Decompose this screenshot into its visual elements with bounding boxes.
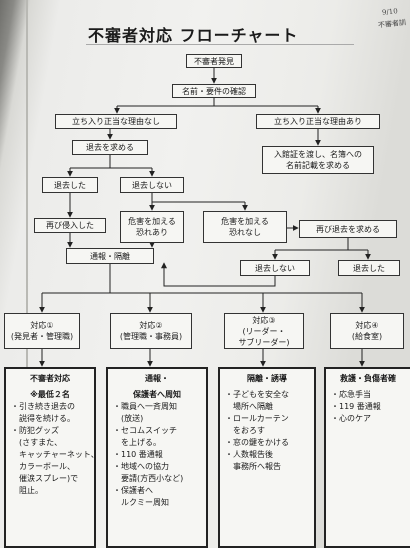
- response-1-line: カラーボール、: [19, 462, 75, 471]
- response-3-line: ・人数報告後: [225, 450, 273, 459]
- response-3-title: 対応③: [252, 315, 276, 325]
- response-3-line: 事務所へ報告: [233, 462, 281, 471]
- response-4-heading: 救護・負傷者確: [340, 374, 396, 383]
- response-2-line: ルクミー周知: [121, 498, 169, 507]
- arrow-notleft2-report: [161, 262, 276, 287]
- node-valid-reason: 立ち入り正当な理由あり: [256, 114, 380, 129]
- node-harm-unlikely-line1: 危害を加える: [221, 217, 269, 226]
- response-1-heading: 不審者対応: [30, 374, 70, 383]
- node-request-leave-again-label: 再び退去を求める: [316, 224, 380, 234]
- node-request-leave-again: 再び退去を求める: [299, 220, 397, 238]
- response-4-title: 対応④: [355, 321, 379, 330]
- response-1-line: ・引き続き退去の: [11, 402, 75, 411]
- node-discovery-label: 不審者発見: [194, 56, 234, 66]
- response-2-line: ・保護者へ: [113, 486, 153, 495]
- response-1-lines: ※最低２名・引き続き退去の説得を続ける。・防犯グッズ (さすまた、キャッチャーネッ…: [11, 389, 96, 497]
- node-no-valid-reason-label: 立ち入り正当な理由なし: [72, 117, 160, 126]
- response-1-line: 阻止。: [19, 486, 43, 495]
- node-report-isolate: 通報・隔離: [66, 248, 154, 264]
- node-reentered-label: 再び侵入した: [46, 221, 94, 230]
- node-issue-badge-line1: 入館証を渡し、名簿への: [274, 150, 362, 159]
- response-3-lines: ・子どもを安全な場所へ隔離・ロールカーテンをおろす・窓の鍵をかける・人数報告後事…: [225, 389, 309, 473]
- response-1-line: ・防犯グッズ: [11, 426, 59, 435]
- node-not-left-label: 退去しない: [132, 180, 172, 190]
- response-4-role: (給食室): [351, 332, 383, 341]
- response-3-role-line2: サブリーダー): [238, 337, 290, 347]
- response-2-line: ・セコムスイッチ: [113, 426, 177, 435]
- response-2-line: 保護者へ周知: [133, 390, 181, 399]
- response-2-lines: 保護者へ周知・職員へ一斉周知 (放送) ・セコムスイッチを上げる。・110 番通報・…: [113, 389, 201, 509]
- node-request-leave-label: 退去を求める: [86, 143, 134, 152]
- paper-edge: [26, 0, 28, 548]
- response-1-line: (さすまた、: [19, 438, 63, 447]
- node-reentered: 再び侵入した: [34, 218, 106, 233]
- node-not-left: 退去しない: [120, 177, 184, 193]
- handwritten-date: 9/10: [381, 7, 399, 17]
- response-2-line: 要請(方西小など): [121, 474, 184, 483]
- title-shadow-line: [86, 44, 354, 45]
- node-no-valid-reason: 立ち入り正当な理由なし: [55, 114, 177, 129]
- node-confirm-name: 名前・要件の確認: [172, 84, 256, 98]
- node-harm-unlikely-line2: 恐れなし: [229, 228, 261, 237]
- node-left: 退去した: [42, 177, 98, 193]
- node-harm-likely-line2: 恐れあり: [136, 228, 168, 237]
- node-left-label: 退去した: [54, 180, 86, 190]
- node-issue-badge-line2: 名前記載を求める: [286, 161, 350, 170]
- node-confirm-name-label: 名前・要件の確認: [182, 86, 246, 96]
- response-3-line: をおろす: [233, 426, 265, 435]
- response-1-details: 不審者対応 ※最低２名・引き続き退去の説得を続ける。・防犯グッズ (さすまた、キャ…: [4, 367, 96, 548]
- response-1-line: キャッチャーネット、: [19, 450, 96, 459]
- node-issue-badge: 入館証を渡し、名簿への 名前記載を求める: [262, 146, 374, 174]
- response-2-line: ・職員へ一斉周知: [113, 402, 177, 411]
- node-request-leave: 退去を求める: [72, 140, 148, 155]
- response-1-line: ※最低２名: [30, 390, 70, 399]
- node-left-again-label: 退去した: [353, 263, 385, 273]
- page-title: 不審者対応 フローチャート: [88, 26, 299, 45]
- response-4-line: ・119 番通報: [331, 402, 381, 411]
- node-harm-likely: 危害を加える 恐れあり: [120, 211, 184, 243]
- node-left-again: 退去した: [338, 260, 400, 276]
- response-4-line: ・心のケア: [331, 414, 371, 423]
- response-3-line: ・窓の鍵をかける: [225, 438, 289, 447]
- response-3-details: 隔離・誘導 ・子どもを安全な場所へ隔離・ロールカーテンをおろす・窓の鍵をかける・…: [218, 367, 316, 548]
- response-3-line: ・ロールカーテン: [225, 414, 289, 423]
- node-not-left-again: 退去しない: [240, 260, 310, 276]
- response-2-line: (放送): [121, 414, 144, 423]
- response-3-role-line1: (リーダー・: [242, 326, 286, 336]
- response-4-lines: ・応急手当・119 番通報・心のケア: [331, 389, 405, 425]
- response-1-title: 対応①: [30, 321, 54, 330]
- response-3-line: ・子どもを安全な: [225, 390, 289, 399]
- response-2-header: 対応② (管理職・事務員): [110, 313, 192, 349]
- response-2-heading: 通報・: [145, 374, 169, 383]
- node-harm-likely-line1: 危害を加える: [128, 217, 176, 226]
- node-harm-unlikely: 危害を加える 恐れなし: [203, 211, 287, 243]
- response-2-title: 対応②: [139, 321, 163, 330]
- response-4-header: 対応④ (給食室): [330, 313, 404, 349]
- response-2-role: (管理職・事務員): [119, 332, 183, 341]
- response-3-heading: 隔離・誘導: [247, 374, 287, 383]
- response-3-header: 対応③ (リーダー・ サブリーダー): [224, 313, 304, 349]
- response-1-line: 催涙スプレー)で: [19, 474, 79, 483]
- node-valid-reason-label: 立ち入り正当な理由あり: [274, 117, 362, 126]
- response-1-header: 対応① (発見者・管理職): [4, 313, 80, 349]
- response-1-line: 説得を続ける。: [19, 414, 75, 423]
- node-report-isolate-label: 通報・隔離: [90, 251, 130, 261]
- node-not-left-again-label: 退去しない: [255, 263, 295, 273]
- response-2-line: を上げる。: [121, 438, 161, 447]
- response-1-role: (発見者・管理職): [10, 332, 74, 341]
- response-2-line: ・地域への協力: [113, 462, 169, 471]
- response-4-line: ・応急手当: [331, 390, 371, 399]
- response-3-line: 場所へ隔離: [233, 402, 273, 411]
- response-2-details: 通報・ 保護者へ周知・職員へ一斉周知 (放送) ・セコムスイッチを上げる。・110 …: [106, 367, 208, 548]
- response-4-details: 救護・負傷者確 ・応急手当・119 番通報・心のケア: [324, 367, 410, 548]
- node-discovery: 不審者発見: [186, 54, 242, 68]
- response-2-line: ・110 番通報: [113, 450, 163, 459]
